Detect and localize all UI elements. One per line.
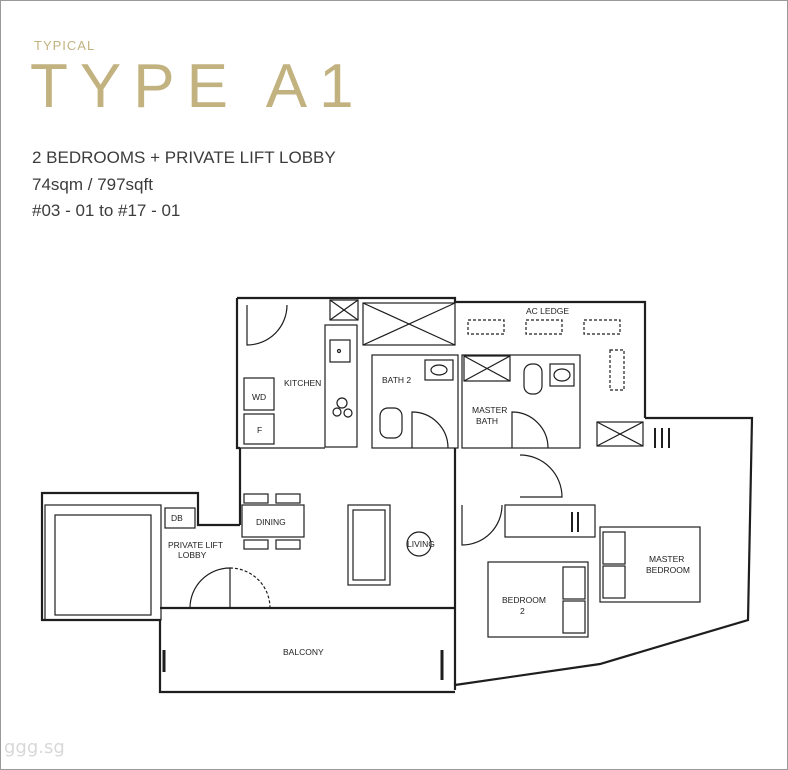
master-bath-area [461, 354, 581, 449]
lift-lobby-area [44, 504, 271, 621]
label-dining: DINING [256, 517, 286, 527]
label-bedroom-1: BEDROOM [502, 595, 546, 605]
label-fridge: F [257, 425, 262, 435]
ac-unit-icon [583, 319, 621, 335]
unit-area: 74sqm / 797sqft [32, 175, 153, 194]
ac-ledge-area [362, 302, 644, 447]
toilet-icon [523, 363, 543, 395]
bed-icon [487, 561, 589, 638]
bedroom2-area [461, 504, 596, 638]
kitchen-area [237, 299, 359, 449]
unit-type-title: TYPE A1 [30, 52, 366, 121]
label-master-bedroom-1: MASTER [649, 554, 684, 564]
label-kitchen: KITCHEN [284, 378, 321, 388]
label-wd: WD [252, 392, 266, 402]
label-balcony: BALCONY [283, 647, 324, 657]
label-ac-ledge: AC LEDGE [526, 306, 569, 316]
dining-living-area [241, 454, 563, 586]
label-living: LIVING [407, 539, 435, 549]
washer-dryer-icon [243, 377, 275, 411]
unit-description: 2 BEDROOMS + PRIVATE LIFT LOBBY [32, 148, 336, 167]
unit-numbers: #03 - 01 to #17 - 01 [32, 201, 181, 220]
eyebrow-label: TYPICAL [34, 38, 96, 53]
fridge-icon [243, 413, 275, 445]
label-bedroom-2: 2 [520, 606, 525, 616]
toilet-icon [379, 407, 403, 439]
ac-unit-icon [525, 319, 563, 335]
label-lift-lobby-1: PRIVATE LIFT [168, 540, 223, 550]
room-labels: AC LEDGE KITCHEN BATH 2 MASTER BATH WD F… [168, 306, 690, 657]
label-master-bath-2: BATH [476, 416, 498, 426]
bed-icon [599, 526, 701, 603]
label-master-bath-1: MASTER [472, 405, 507, 415]
label-bath2: BATH 2 [382, 375, 411, 385]
watermark-text: ggg.sg [4, 737, 65, 758]
label-master-bedroom-2: BEDROOM [646, 565, 690, 575]
bath2-area [371, 354, 459, 449]
ac-unit-icon [609, 349, 625, 391]
label-lift-lobby-2: LOBBY [178, 550, 207, 560]
living-room-marker [406, 531, 432, 557]
balcony-area [162, 650, 444, 680]
sofa-icon [347, 504, 391, 586]
master-bedroom-area [599, 428, 701, 603]
wardrobe-icon [504, 504, 596, 538]
outer-walls [40, 296, 754, 694]
label-db: DB [171, 513, 183, 523]
ac-unit-icon [467, 319, 505, 335]
